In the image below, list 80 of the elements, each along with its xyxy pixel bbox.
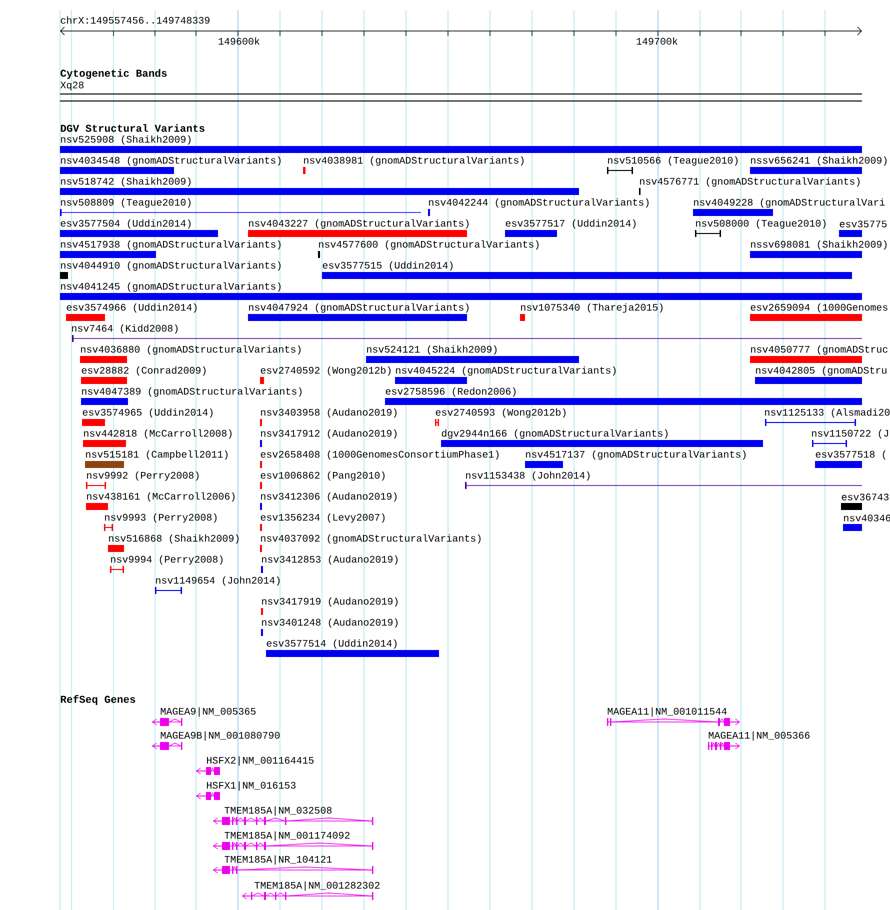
gene-label: HSFX2|NM_001164415 <box>206 756 314 766</box>
gene-label: MAGEA9B|NM_001080790 <box>160 731 280 741</box>
variant-label: nsv4047389 (gnomADStructuralVariants) <box>82 387 302 397</box>
variant-label: nsv1125133 (Alsmadi20 <box>765 408 890 418</box>
track-title: Cytogenetic Bands <box>60 69 167 79</box>
gene-label: TMEM185A|NR_104121 <box>224 855 332 865</box>
variant-label: nsv3417919 (Audano2019) <box>262 597 398 607</box>
gene-label: MAGEA11|NM_005366 <box>708 731 810 741</box>
variant-label: nsv7464 (Kidd2008) <box>72 324 178 334</box>
variant-label: esv2758596 (Redon2006) <box>386 387 516 397</box>
variant-label: nsv3412853 (Audano2019) <box>262 555 398 565</box>
variant-label: nsv3403958 (Audano2019) <box>261 408 397 418</box>
band-label: Xq28 <box>60 82 84 90</box>
variant-label: nsv518742 (Shaikh2009) <box>61 177 191 187</box>
variant-label: nsv4517137 (gnomADStructuralVariants) <box>526 450 746 460</box>
variant-label: esv3574965 (Uddin2014) <box>82 408 213 418</box>
variant-label: nsv3412306 (Audano2019) <box>261 492 397 502</box>
variant-label: nssv656241 (Shaikh2009) <box>751 156 887 166</box>
variant-label: nsv508809 (Teague2010) <box>61 198 191 208</box>
gene-label: MAGEA11|NM_001011544 <box>608 707 727 717</box>
variant-label: esv2740593 (Wong2012b) <box>436 408 566 418</box>
track-title: DGV Structural Variants <box>60 124 204 132</box>
variant-label: nsv4043227 (gnomADStructuralVariants) <box>249 219 469 229</box>
variant-label: esv3577517 (Uddin2014) <box>506 219 636 229</box>
variant-label: nsv516868 (Shaikh2009) <box>109 534 239 544</box>
variant-label: nsv4044910 (gnomADStructuralVariants) <box>61 261 281 271</box>
variant-label: esv3574966 (Uddin2014) <box>66 303 197 313</box>
variant-label: nsv4034548 (gnomADStructuralVariants) <box>61 156 281 166</box>
variant-label: nsv438161 (McCarroll2006) <box>87 492 235 502</box>
variant-label: nsv4576771 (gnomADStructuralVariants) <box>640 177 860 187</box>
variant-label: nsv9994 (Perry2008) <box>111 555 223 565</box>
variant-label: nsv3417912 (Audano2019) <box>261 429 397 439</box>
position-label: chrX:149557456..149748339 <box>60 16 210 24</box>
variant-label: dgv2944n166 (gnomADStructuralVariants) <box>442 429 668 439</box>
variant-label: nsv515181 (Campbell2011) <box>86 450 228 460</box>
tick-label: 149700k <box>636 37 678 45</box>
variant-label: nssv698081 (Shaikh2009) <box>751 240 887 250</box>
variant-label: nsv442818 (McCarroll2008) <box>84 429 232 439</box>
variant-label: nsv4577600 (gnomADStructuralVariants) <box>319 240 539 250</box>
variant-label: nsv510566 (Teague2010) <box>608 156 738 166</box>
variant-label: nsv4042805 (gnomADStru <box>756 366 886 376</box>
variant-label: esv3577504 (Uddin2014) <box>60 219 191 229</box>
variant-label: nsv9993 (Perry2008) <box>105 513 217 523</box>
variant-label: nsv1149654 (John2014) <box>156 576 280 586</box>
variant-label: nsv4037092 (gnomADStructuralVariants) <box>261 534 481 544</box>
variant-label: nsv4517938 (gnomADStructuralVariants) <box>61 240 281 250</box>
variant-label: nsv4036880 (gnomADStructuralVariants) <box>81 345 301 355</box>
variant-label: esv3577515 (Uddin2014) <box>322 261 453 271</box>
variant-label: nsv525908 (Shaikh2009) <box>61 135 191 145</box>
variant-label: nsv4049228 (gnomADStructuralVari <box>694 198 885 208</box>
tick-label: 149600k <box>218 37 260 45</box>
variant-label: nsv1150722 (J <box>812 429 888 439</box>
variant-label: esv1356234 (Levy2007) <box>260 513 385 523</box>
gene-label: TMEM185A|NM_001174092 <box>224 831 350 841</box>
variant-label: esv3577514 (Uddin2014) <box>266 639 397 649</box>
variant-label: esv2740592 (Wong2012b) <box>260 366 391 376</box>
variant-label: nsv4038981 (gnomADStructuralVariants) <box>304 156 524 166</box>
variant-label: esv3577518 ( <box>816 450 886 460</box>
variant-label: esv36743 <box>842 494 889 500</box>
variant-label: nsv4050777 (gnomADStruc <box>751 345 888 355</box>
variant-label: esv28882 (Conrad2009) <box>82 366 206 376</box>
variant-label: nsv4042244 (gnomADStructuralVariants) <box>429 198 649 208</box>
variant-label: esv1006862 (Pang2010) <box>260 471 385 481</box>
variant-label: nsv4047924 (gnomADStructuralVariants) <box>249 303 469 313</box>
variant-label: nsv9992 (Perry2008) <box>87 471 199 481</box>
track-title: RefSeq Genes <box>60 695 136 705</box>
variant-label: esv35775 <box>840 220 887 228</box>
variant-label: nsv524121 (Shaikh2009) <box>367 345 497 355</box>
variant-label: nsv1075340 (Thareja2015) <box>521 303 663 313</box>
gene-label: TMEM185A|NM_001282302 <box>254 881 380 891</box>
variant-label: nsv1153438 (John2014) <box>466 471 590 481</box>
gene-label: HSFX1|NM_016153 <box>206 781 296 791</box>
gene-label: MAGEA9|NM_005365 <box>160 707 256 717</box>
variant-label: nsv4041245 (gnomADStructuralVariants) <box>61 282 281 292</box>
variant-label: esv2658408 (1000GenomesConsortiumPhase1) <box>260 450 499 460</box>
variant-label: esv2659094 (1000Genomes <box>750 303 888 313</box>
gene-label: TMEM185A|NM_032508 <box>224 806 332 816</box>
variant-label: nsv4045224 (gnomADStructuralVariants) <box>396 366 616 376</box>
variant-label: nsv508000 (Teague2010) <box>696 219 826 229</box>
variant-label: nsv3401248 (Audano2019) <box>262 618 398 628</box>
